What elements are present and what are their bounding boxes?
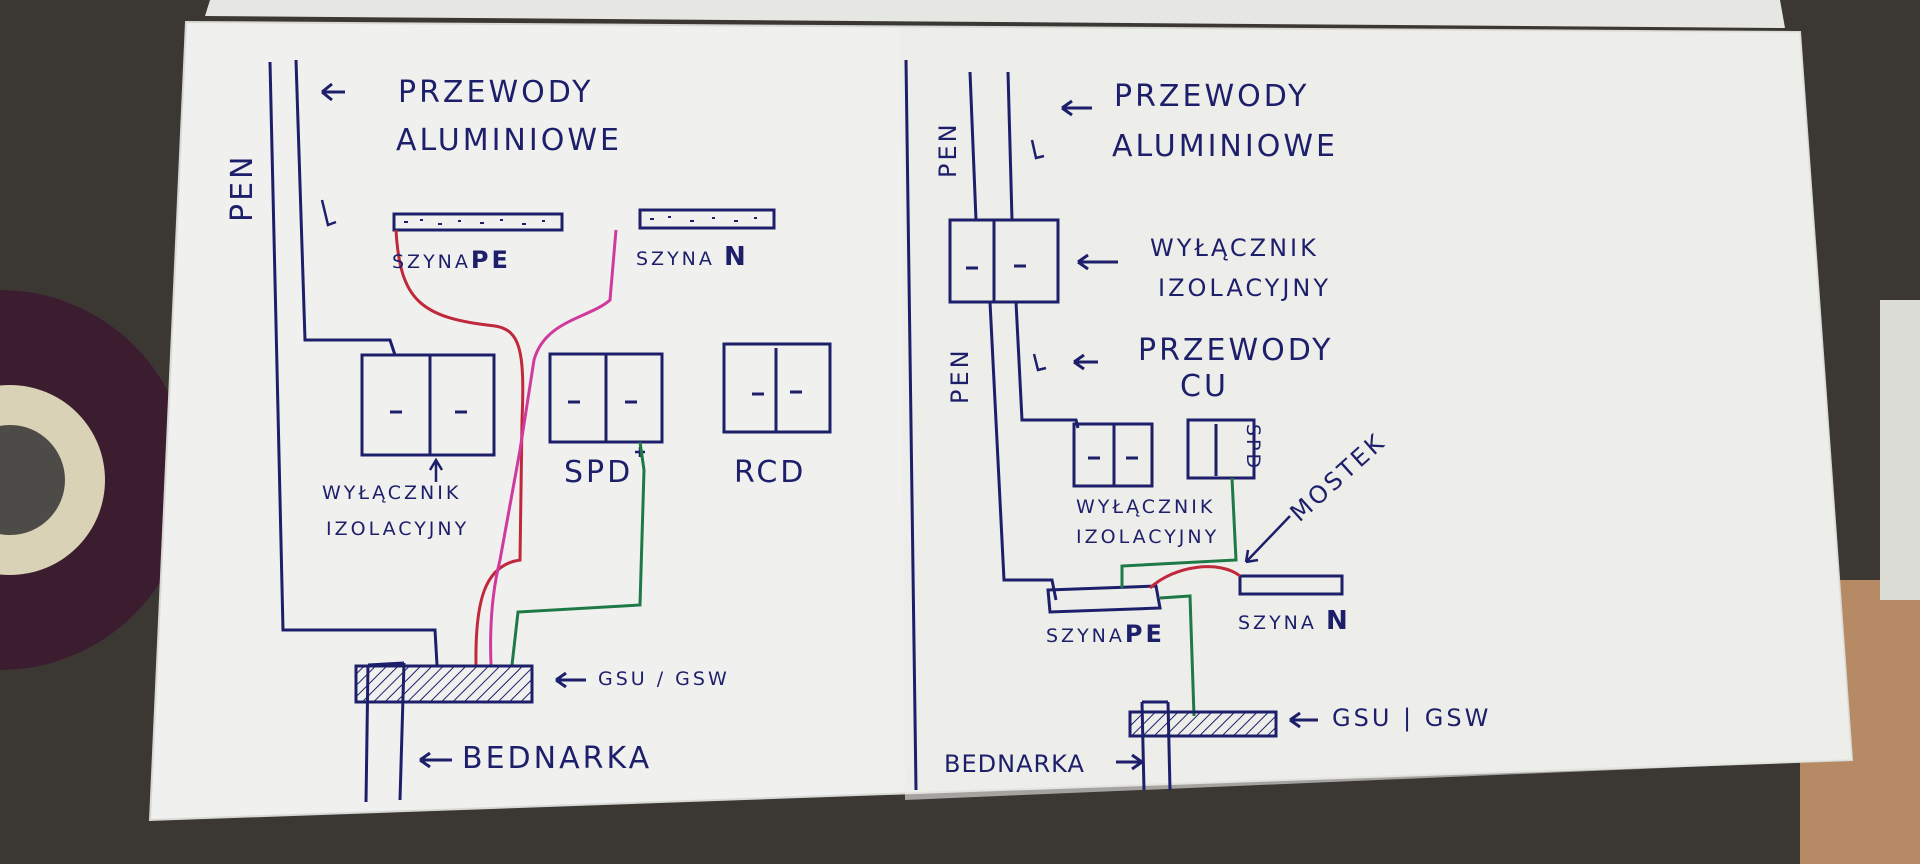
right-arrow-przewody [1061, 99, 1092, 117]
left-szyna-n-prefix: SZYNA [636, 248, 715, 270]
right-przewody-label-2: ALUMINIOWE [1112, 129, 1338, 164]
left-n-wire [489, 229, 618, 666]
right-arrow-gsu [1289, 711, 1318, 729]
left-pen-wire-outer [268, 61, 439, 666]
right-bednarka [1140, 700, 1172, 791]
right-szyna-n-prefix: SZYNA [1238, 612, 1317, 634]
right-arrow-mostek [1244, 515, 1291, 564]
right-bednarka-label: BEDNARKA [944, 750, 1085, 778]
left-pen-wire-inner [294, 59, 397, 356]
left-szyna-n-suffix: N [723, 242, 749, 272]
right-pen-mid-label: PEN [946, 347, 974, 404]
right-przewody-label-1: PRZEWODY [1114, 79, 1310, 114]
right-szyna-n-suffix: N [1325, 606, 1351, 636]
right-gsu-bar [1128, 710, 1278, 738]
left-szyna-pe-label: SZYNAPE [392, 248, 511, 272]
right-wylacznik-top-label-2: IZOLACYJNY [1158, 274, 1332, 302]
left-szyna-pe-screws [404, 219, 545, 225]
left-bednarka-label: BEDNARKA [462, 741, 653, 776]
left-przewody-label-1: PRZEWODY [398, 75, 594, 110]
left-gsu-bar [354, 664, 534, 704]
left-rcd-label: RCD [734, 455, 807, 490]
right-top-isolating-switch [948, 218, 1060, 304]
right-przewody-cu-label-1: PRZEWODY [1138, 333, 1334, 368]
right-przewody-cu-label-2: CU [1180, 369, 1229, 404]
left-gsu-label: GSU / GSW [598, 668, 730, 690]
left-spd-label: SPD [564, 455, 634, 490]
right-szyna-n-bar [1238, 574, 1344, 596]
left-wylacznik-label-1: WYŁĄCZNIK [322, 482, 462, 504]
left-szyna-pe-prefix: SZYNA [392, 251, 471, 273]
right-diagram [948, 71, 1344, 791]
right-arrow-bednarka [1116, 753, 1143, 771]
right-wylacznik-top-label-1: WYŁĄCZNIK [1150, 234, 1319, 262]
window-edge [1880, 300, 1920, 600]
divider-line [904, 59, 918, 791]
right-wylacznik-label-2: IZOLACYJNY [1076, 526, 1220, 548]
left-earth-wire [510, 441, 646, 666]
left-wylacznik-label-2: IZOLACYJNY [326, 518, 470, 540]
right-spd-box [1186, 418, 1256, 480]
right-szyna-pe-prefix: SZYNA [1046, 625, 1125, 647]
left-pen-label: PEN [225, 153, 260, 223]
left-wire-tick [320, 199, 337, 227]
left-isolating-switch [360, 353, 496, 457]
left-diagram [268, 59, 832, 803]
left-arrow-gsu [555, 671, 586, 689]
left-szyna-pe-bar [392, 212, 564, 232]
left-arrow-bednarka [419, 751, 452, 769]
left-switch-arrow [428, 457, 444, 482]
right-spd-earth-wire [1120, 477, 1238, 588]
right-gsu-label: GSU | GSW [1332, 704, 1492, 732]
right-spd-label: SPD [1242, 424, 1264, 472]
right-szyna-n-label: SZYNA N [1238, 608, 1351, 634]
right-wylacznik-label-1: WYŁĄCZNIK [1076, 496, 1216, 518]
cloth-pattern-center [0, 425, 65, 535]
left-przewody-label-2: ALUMINIOWE [396, 123, 622, 158]
right-mostek-wire [1148, 565, 1241, 590]
left-bednarka [364, 661, 406, 803]
left-szyna-n-bar [638, 208, 776, 230]
right-szyna-pe-label: SZYNAPE [1046, 622, 1165, 646]
page-edge [205, 0, 1785, 28]
left-szyna-pe-suffix: PE [470, 246, 511, 274]
left-szyna-n-label: SZYNA N [636, 244, 749, 270]
left-szyna-n-screws [650, 216, 757, 222]
left-pe-wire [394, 229, 525, 666]
right-szyna-pe-suffix: PE [1124, 620, 1165, 648]
right-szyna-pe-bar [1046, 584, 1162, 614]
right-pen-top-label: PEN [934, 121, 962, 178]
right-earth-wire [1159, 594, 1196, 717]
paper-shade [900, 28, 1852, 800]
left-arrow-przewody [321, 82, 345, 102]
